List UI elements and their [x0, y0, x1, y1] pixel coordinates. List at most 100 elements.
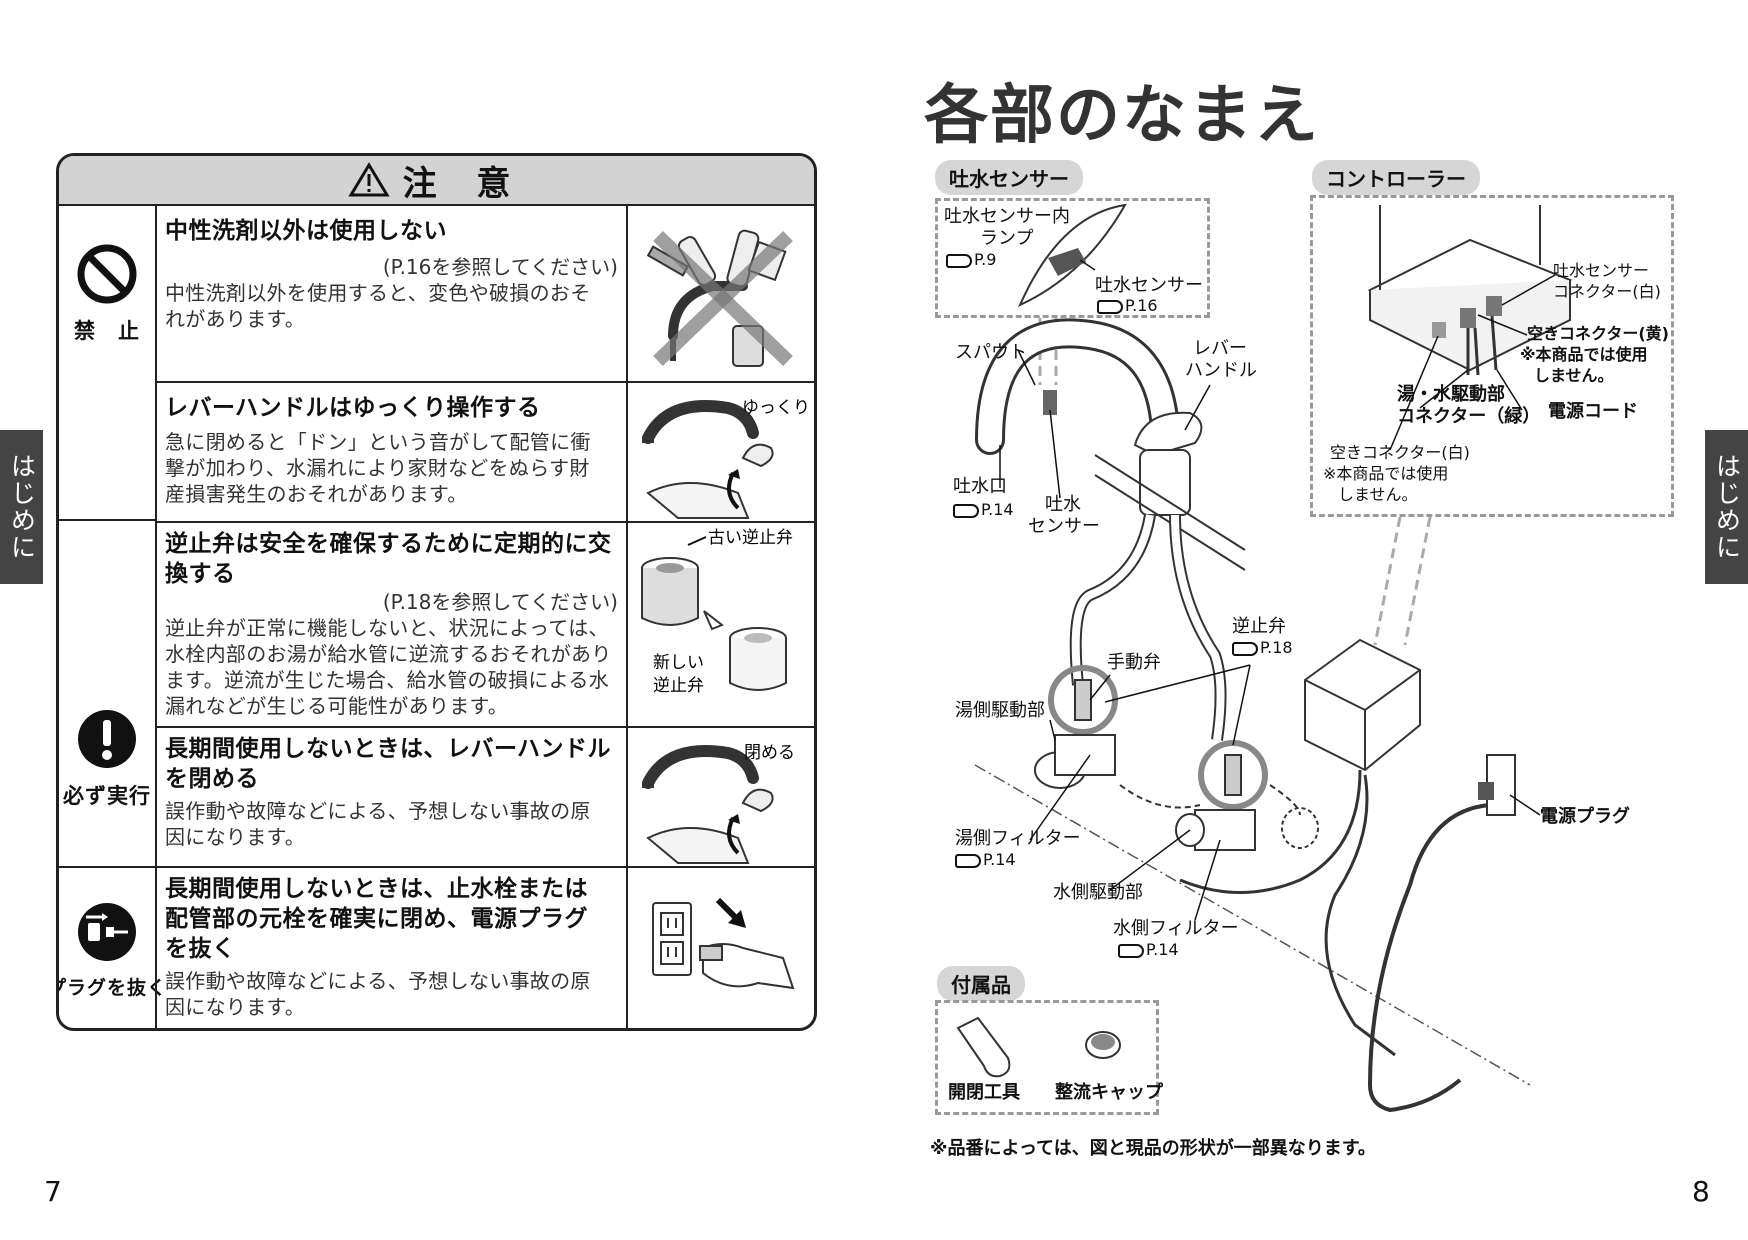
- footnote: ※品番によっては、図と現品の形状が一部異なります。: [930, 1138, 1376, 1159]
- must-do-cell: 必ず実行: [59, 519, 155, 997]
- must-do-label: 必ず実行: [63, 784, 151, 808]
- label-hot-drive: 湯側駆動部: [955, 700, 1045, 721]
- ref-check-valve-text: P.18: [1260, 638, 1293, 657]
- lever-close-illustration: 閉める: [628, 728, 814, 868]
- caution-heading: 逆止弁は安全を確保するために定期的に交: [165, 531, 612, 557]
- caution-box: 注 意 禁 止 中性洗剤以外は使用しない (P.16を参照してください) 中性洗…: [56, 153, 817, 1031]
- caution-body-line: 誤作動や故障などによる、予想しない事故の原: [165, 969, 591, 993]
- caution-heading: 長期間使用しないときは、レバーハンドル: [165, 736, 612, 762]
- caution-heading: 配管部の元栓を確実に閉め、電源プラグ: [165, 906, 588, 932]
- ref-sensor-inset-text: P.16: [1125, 296, 1158, 315]
- ref-outlet: P.14: [953, 500, 1014, 519]
- label-empty-white-3: しません。: [1338, 485, 1418, 504]
- hand-point-icon: [1118, 943, 1144, 958]
- side-tab-right: はじめに: [1705, 430, 1748, 584]
- hand-point-icon: [946, 253, 972, 268]
- unplug-icon: [78, 903, 136, 961]
- ref-cold-filter: P.14: [1118, 940, 1179, 959]
- page-number-left: 7: [44, 1175, 62, 1208]
- label-sensor-inset: 吐水センサー: [1095, 275, 1203, 296]
- caution-text: 中性洗剤以外は使用しない (P.16を参照してください) 中性洗剤以外を使用する…: [155, 206, 628, 381]
- new-valve-label-1: 新しい: [653, 653, 704, 673]
- ref-sensor-inset: P.16: [1097, 296, 1158, 315]
- caution-body-line: 急に閉めると「ドン」という音がして配管に衝: [165, 430, 591, 454]
- check-valve-illustration: 古い逆止弁 新しい 逆止弁: [628, 523, 814, 728]
- new-valve-label-2: 逆止弁: [653, 676, 704, 696]
- caution-text: 長期間使用しないときは、止水栓または 配管部の元栓を確実に閉め、電源プラグ を抜…: [155, 868, 628, 1028]
- caution-header: 注 意: [59, 156, 814, 206]
- detergent-illustration: [628, 206, 814, 381]
- page-reference: (P.16を参照してください): [382, 255, 618, 279]
- caution-row-unplug: プラグを抜く 長期間使用しないときは、止水栓または 配管部の元栓を確実に閉め、電…: [59, 866, 814, 1028]
- ref-lamp: P.9: [946, 250, 996, 269]
- label-sensor-1: 吐水: [1045, 494, 1081, 515]
- label-hot-filter: 湯側フィルター: [955, 828, 1081, 849]
- label-check-valve: 逆止弁: [1232, 616, 1286, 637]
- label-spout: スパウト: [955, 342, 1027, 363]
- label-drive-connector-2: コネクター（緑）: [1397, 406, 1541, 427]
- prohibit-cell: 禁 止: [59, 206, 155, 381]
- label-sensor-connector-1: 吐水センサー: [1553, 261, 1650, 280]
- lever-slow-illustration: ゆっくり: [628, 383, 814, 523]
- label-empty-yellow-1: 空きコネクター(黄): [1527, 324, 1669, 343]
- caution-heading: レバーハンドルはゆっくり操作する: [165, 395, 541, 421]
- unplug-label: プラグを抜く: [56, 977, 168, 999]
- section-label-accessories: 付属品: [937, 966, 1025, 1001]
- label-empty-yellow-2: ※本商品では使用: [1520, 345, 1648, 364]
- label-tool: 開閉工具: [948, 1082, 1020, 1103]
- label-lamp-1: 吐水センサー内: [944, 206, 1070, 227]
- label-lever-1: レバー: [1193, 338, 1247, 359]
- label-drive-connector-1: 湯・水駆動部: [1397, 384, 1505, 405]
- prohibit-icon: [77, 244, 137, 303]
- must-do-icon: [78, 710, 136, 768]
- page-title: 各部のなまえ: [924, 79, 1320, 153]
- caution-body-line: 逆止弁が正常に機能しないと、状況によっては、: [165, 616, 609, 640]
- accessories-box: [935, 1000, 1159, 1115]
- label-sensor-connector-2: コネクター(白): [1553, 282, 1661, 301]
- controller-inset-box: [1310, 195, 1674, 517]
- caution-body-line: ます。逆流が生じた場合、給水管の破損による水: [165, 668, 609, 692]
- caution-body-line: 漏れなどが生じる可能性があります。: [165, 694, 509, 718]
- hand-point-icon: [955, 853, 981, 868]
- ref-check-valve: P.18: [1232, 638, 1293, 657]
- unplug-cell: プラグを抜く: [59, 868, 166, 1028]
- caution-body-line: 因になります。: [165, 995, 306, 1019]
- hand-point-icon: [1097, 299, 1123, 314]
- label-power-plug: 電源プラグ: [1540, 806, 1630, 827]
- caution-body-line: 因になります。: [165, 825, 306, 849]
- caution-heading: を閉める: [165, 766, 259, 792]
- caution-heading: 換する: [165, 561, 236, 587]
- caution-text: 逆止弁は安全を確保するために定期的に交 換する (P.18を参照してください) …: [155, 523, 628, 728]
- caution-row-lever: レバーハンドルはゆっくり操作する 急に閉めると「ドン」という音がして配管に衝 撃…: [155, 381, 814, 523]
- label-sensor-2: センサー: [1028, 516, 1100, 537]
- caution-heading: を抜く: [165, 936, 236, 962]
- label-power-cord: 電源コード: [1548, 401, 1638, 422]
- label-outlet: 吐水口: [953, 476, 1007, 497]
- hand-point-icon: [953, 503, 979, 518]
- label-lever-2: ハンドル: [1185, 360, 1257, 381]
- page-number-right: 8: [1692, 1175, 1710, 1208]
- caution-heading: 長期間使用しないときは、止水栓または: [165, 876, 588, 902]
- sensor-inset-box: [935, 198, 1210, 318]
- warning-triangle-icon: [347, 162, 390, 197]
- caution-row-close-lever: 長期間使用しないときは、レバーハンドル を閉める 誤作動や故障などによる、予想し…: [155, 726, 814, 868]
- caution-body-line: 水栓内部のお湯が給水管に逆流するおそれがあり: [165, 642, 612, 666]
- side-tab-left: はじめに: [0, 430, 43, 584]
- prohibit-label: 禁 止: [74, 318, 140, 343]
- ref-cold-filter-text: P.14: [1146, 940, 1179, 959]
- label-lamp-2: ランプ: [980, 228, 1034, 249]
- caution-title: 注 意: [402, 163, 525, 204]
- close-label: 閉める: [744, 743, 795, 763]
- ref-hot-filter: P.14: [955, 850, 1016, 869]
- section-label-controller: コントローラー: [1312, 160, 1480, 195]
- old-valve-label: 古い逆止弁: [708, 528, 793, 548]
- caution-body-line: 誤作動や故障などによる、予想しない事故の原: [165, 799, 591, 823]
- caution-body-line: れがあります。: [165, 307, 306, 331]
- label-empty-white-2: ※本商品では使用: [1323, 464, 1449, 483]
- ref-lamp-text: P.9: [974, 250, 997, 269]
- ref-outlet-text: P.14: [981, 500, 1014, 519]
- caution-body-line: 中性洗剤以外を使用すると、変色や破損のおそ: [165, 281, 591, 305]
- label-empty-white-1: 空きコネクター(白): [1330, 443, 1470, 462]
- ref-hot-filter-text: P.14: [983, 850, 1016, 869]
